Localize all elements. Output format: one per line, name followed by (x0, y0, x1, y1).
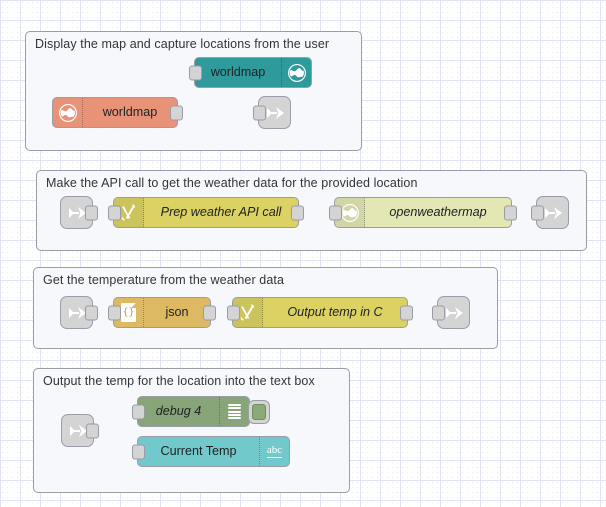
link-in-icon (66, 303, 88, 323)
debug-lines-icon (219, 397, 249, 426)
output-port[interactable] (291, 205, 304, 220)
debug-toggle-button[interactable] (248, 399, 270, 424)
node-json[interactable]: {} json (108, 297, 216, 328)
node-debug-4[interactable]: debug 4 (132, 396, 270, 427)
input-port[interactable] (108, 205, 121, 220)
input-port[interactable] (132, 404, 145, 419)
node-link-in-3[interactable] (60, 296, 98, 329)
globe-icon (53, 98, 83, 127)
node-link-in-4[interactable] (61, 414, 99, 447)
input-port[interactable] (108, 305, 121, 320)
node-link-out-3[interactable] (432, 296, 470, 329)
link-out-icon (443, 303, 465, 323)
node-prep-weather-api-call[interactable]: Prep weather API call (108, 197, 304, 228)
output-port[interactable] (504, 205, 517, 220)
globe-icon (281, 58, 311, 87)
node-label: debug 4 (155, 404, 202, 419)
link-in-icon (67, 421, 89, 441)
input-port[interactable] (132, 444, 145, 459)
node-worldmap-in[interactable]: worldmap (52, 97, 183, 128)
input-port[interactable] (329, 205, 342, 220)
node-current-temp[interactable]: Current Temp abc (132, 436, 290, 467)
output-port[interactable] (203, 305, 216, 320)
output-port[interactable] (400, 305, 413, 320)
input-port[interactable] (253, 105, 266, 120)
node-label: Prep weather API call (160, 205, 282, 220)
group-display-map[interactable]: Display the map and capture locations fr… (25, 31, 362, 151)
link-in-icon (66, 203, 88, 223)
input-port[interactable] (531, 205, 544, 220)
link-out-icon (264, 103, 286, 123)
node-link-out-1[interactable] (253, 96, 291, 129)
node-link-in-2[interactable] (60, 196, 98, 229)
node-label: Current Temp (160, 444, 237, 459)
node-output-temp-in-c[interactable]: Output temp in C (227, 297, 413, 328)
group-label: Get the temperature from the weather dat… (43, 273, 285, 287)
node-label: Output temp in C (287, 305, 383, 320)
output-port[interactable] (170, 105, 183, 120)
group-label: Display the map and capture locations fr… (35, 37, 330, 51)
node-link-out-2[interactable] (531, 196, 569, 229)
function-icon (114, 198, 144, 227)
link-out-icon (542, 203, 564, 223)
input-port[interactable] (189, 65, 202, 80)
output-port[interactable] (85, 205, 98, 220)
node-label: worldmap (210, 65, 266, 80)
group-label: Output the temp for the location into th… (43, 374, 315, 388)
node-label: json (165, 305, 189, 320)
node-label: openweathermap (389, 205, 487, 220)
abc-icon: abc (259, 437, 289, 466)
node-label: worldmap (102, 105, 158, 120)
json-icon: {} (114, 298, 144, 327)
output-port[interactable] (86, 423, 99, 438)
node-openweathermap[interactable]: openweathermap (329, 197, 517, 228)
node-worldmap-out[interactable]: worldmap (189, 57, 312, 88)
input-port[interactable] (432, 305, 445, 320)
input-port[interactable] (227, 305, 240, 320)
output-port[interactable] (85, 305, 98, 320)
group-label: Make the API call to get the weather dat… (46, 176, 418, 190)
